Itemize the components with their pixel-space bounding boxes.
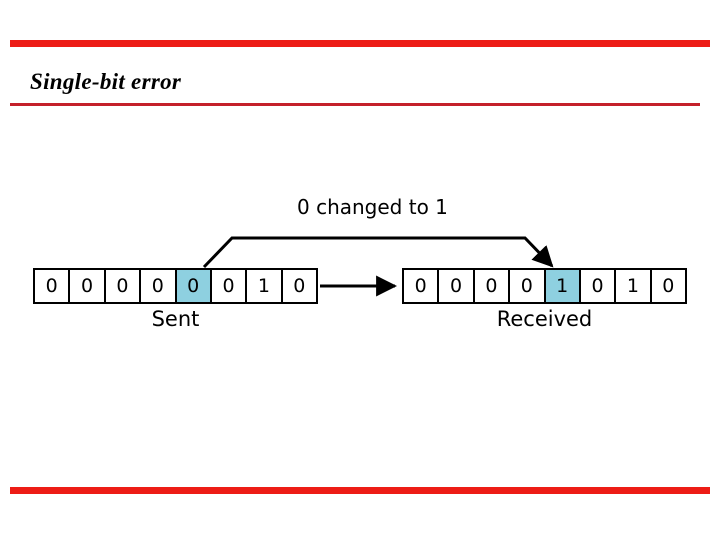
received-bit-3: 0 — [510, 270, 546, 302]
sent-bit-6: 1 — [247, 270, 283, 302]
received-bit-7: 0 — [651, 270, 685, 302]
received-bit-6: 1 — [616, 270, 652, 302]
page-title: Single-bit error — [30, 69, 182, 94]
received-bit-4-highlighted: 1 — [545, 270, 581, 302]
received-frame-label: Received — [496, 307, 593, 331]
sent-bit-4-highlighted: 0 — [176, 270, 212, 302]
diagram-arrow-layer — [202, 236, 554, 297]
single-bit-error-diagram: 0 changed to 1 0 0 0 0 0 0 1 0 Sent 0 0 … — [0, 190, 720, 350]
bit-flip-annotation: 0 changed to 1 — [297, 195, 448, 219]
received-bit-0: 0 — [404, 270, 440, 302]
bit-flip-arrow — [202, 236, 554, 269]
sent-bit-0: 0 — [35, 270, 71, 302]
bottom-accent-rule — [10, 487, 710, 494]
sent-bit-3: 0 — [141, 270, 177, 302]
sent-bit-frame: 0 0 0 0 0 0 1 0 — [33, 268, 318, 304]
sent-frame-label: Sent — [151, 307, 200, 331]
sent-bit-7: 0 — [282, 270, 316, 302]
sent-bit-5: 0 — [211, 270, 248, 302]
received-bit-5: 0 — [580, 270, 617, 302]
top-accent-rule — [10, 40, 710, 47]
sent-bit-2: 0 — [105, 270, 142, 302]
received-bit-frame: 0 0 0 0 1 0 1 0 — [402, 268, 687, 304]
title-underline-rule — [10, 103, 700, 106]
received-bit-2: 0 — [474, 270, 511, 302]
sent-bit-1: 0 — [70, 270, 106, 302]
received-bit-1: 0 — [439, 270, 475, 302]
